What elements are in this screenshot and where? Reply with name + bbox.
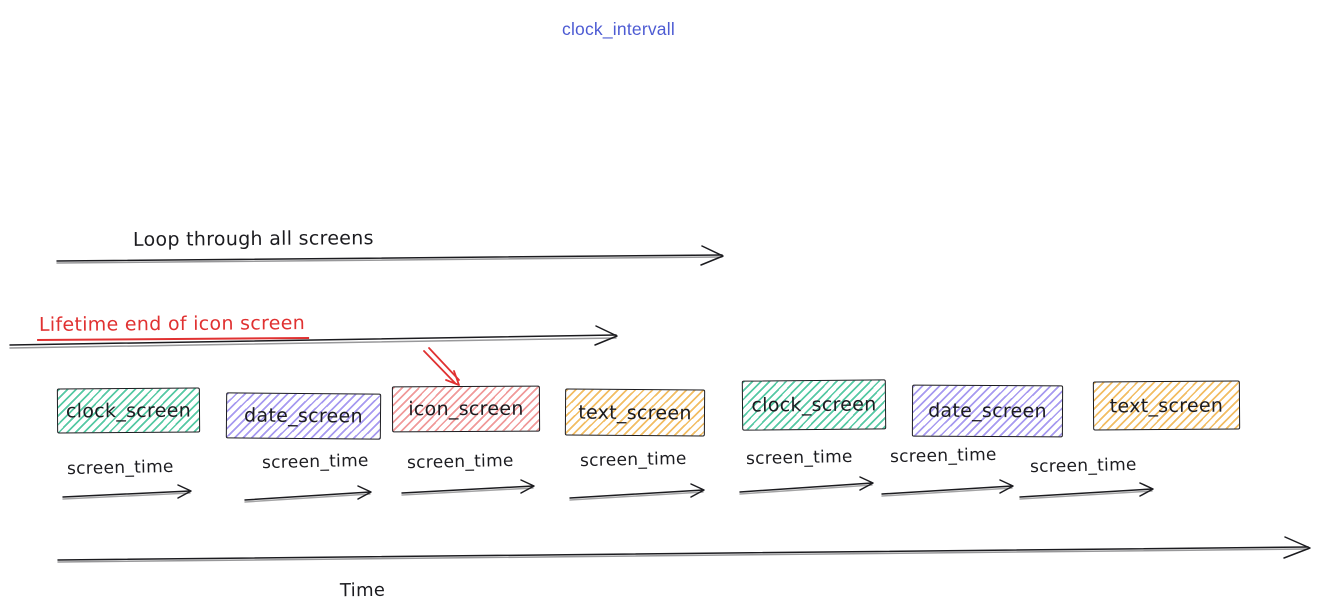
time-axis-label: Time <box>339 579 386 602</box>
screen-box-text-2: text_screen <box>1092 380 1241 431</box>
screen-time-arrow-1 <box>62 484 192 500</box>
screen-time-label-6: screen_time <box>889 444 997 468</box>
screen-box-text-1: text_screen <box>564 388 706 437</box>
screen-box-clock-2: clock_screen <box>741 379 887 431</box>
screen-box-label: text_screen <box>578 401 692 424</box>
screen-box-date-1: date_screen <box>225 392 382 440</box>
lifetime-arrow <box>9 325 618 349</box>
screen-time-arrow-5 <box>739 476 874 495</box>
lifetime-pointer-arrow <box>423 347 460 386</box>
screen-time-arrow-2 <box>244 485 372 503</box>
screen-box-icon: icon_screen <box>391 385 541 433</box>
loop-arrow <box>56 245 724 266</box>
screen-box-label: text_screen <box>1109 394 1224 417</box>
screen-time-label-3: screen_time <box>406 450 514 474</box>
screen-time-arrow-3 <box>401 479 535 496</box>
screen-box-label: date_screen <box>244 404 363 428</box>
screen-time-label-2: screen_time <box>261 450 369 474</box>
screen-time-label-5: screen_time <box>745 446 853 470</box>
diagram-title: clock_intervall <box>562 19 675 39</box>
screen-box-label: clock_screen <box>65 399 192 422</box>
screen-box-label: clock_screen <box>751 393 877 417</box>
screen-box-clock-1: clock_screen <box>56 387 201 434</box>
screen-time-arrow-6 <box>881 479 1014 497</box>
screen-time-label-1: screen_time <box>66 456 174 480</box>
screen-box-label: date_screen <box>928 399 1047 423</box>
screen-box-date-2: date_screen <box>911 384 1064 438</box>
loop-arrow-label: Loop through all screens <box>132 227 374 251</box>
screen-time-label-4: screen_time <box>579 448 687 472</box>
screen-time-label-7: screen_time <box>1029 454 1137 478</box>
screen-time-arrow-4 <box>569 483 705 501</box>
lifetime-arrow-label: Lifetime end of icon screen <box>36 312 310 341</box>
screen-time-arrow-7 <box>1019 482 1154 500</box>
time-axis-arrow <box>57 536 1311 563</box>
screen-box-label: icon_screen <box>408 397 524 421</box>
